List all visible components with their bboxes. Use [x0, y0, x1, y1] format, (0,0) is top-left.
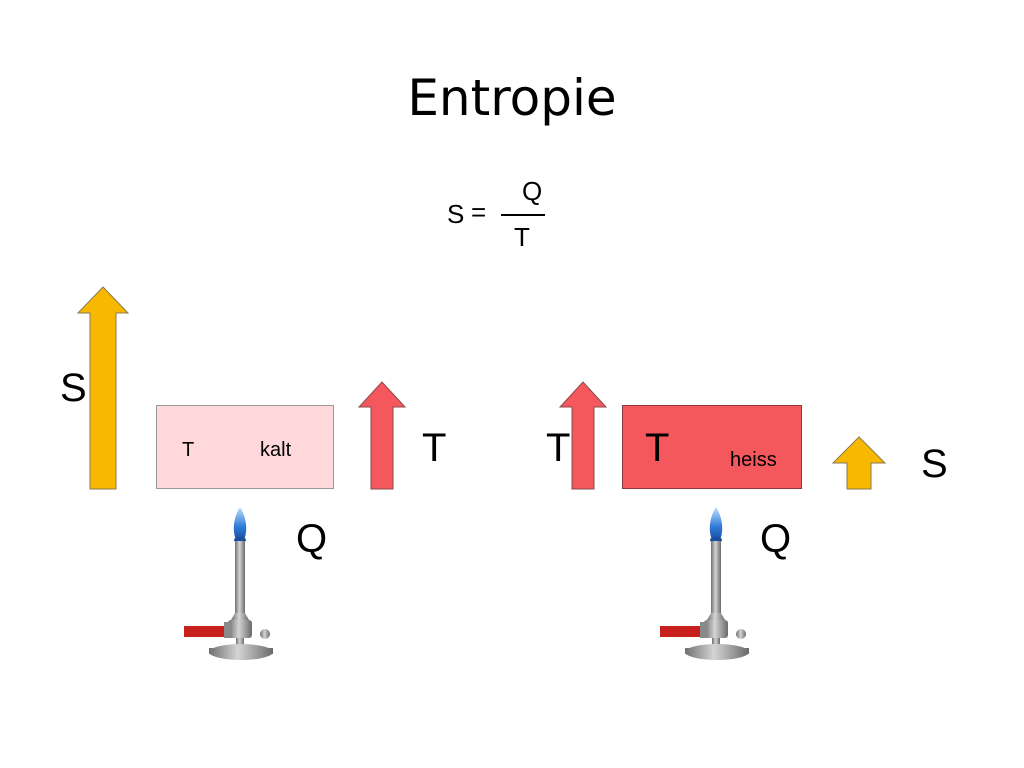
cold-box-label: kalt	[260, 439, 292, 461]
formula-equals: =	[471, 197, 487, 227]
hot-box-label: heiss	[730, 449, 777, 471]
entropy-arrow-cold	[76, 286, 130, 490]
heat-label-hot: Q	[760, 517, 792, 561]
fraction-line	[501, 214, 545, 216]
cold-box-temp-symbol: T	[182, 439, 195, 461]
temperature-arrow-hot	[558, 381, 608, 490]
entropy-arrow-hot	[831, 436, 887, 490]
entropy-label-cold: S	[60, 366, 87, 410]
bunsen-burner-icon	[184, 507, 273, 660]
temperature-label-cold: T	[422, 426, 447, 470]
entropy-label-hot: S	[921, 442, 948, 486]
temperature-arrow-cold	[357, 381, 407, 490]
hot-box-temp-symbol: T	[645, 426, 670, 470]
formula-lhs: S	[447, 199, 465, 229]
bunsen-burner-icon	[660, 507, 749, 660]
heat-label-cold: Q	[296, 517, 328, 561]
slide-title: Entropie	[407, 69, 617, 127]
formula-numerator: Q	[522, 176, 543, 206]
hot-system-box	[622, 405, 802, 489]
cold-system-box	[156, 405, 334, 489]
temperature-label-hot-left: T	[546, 426, 571, 470]
formula-denominator: T	[514, 222, 530, 252]
